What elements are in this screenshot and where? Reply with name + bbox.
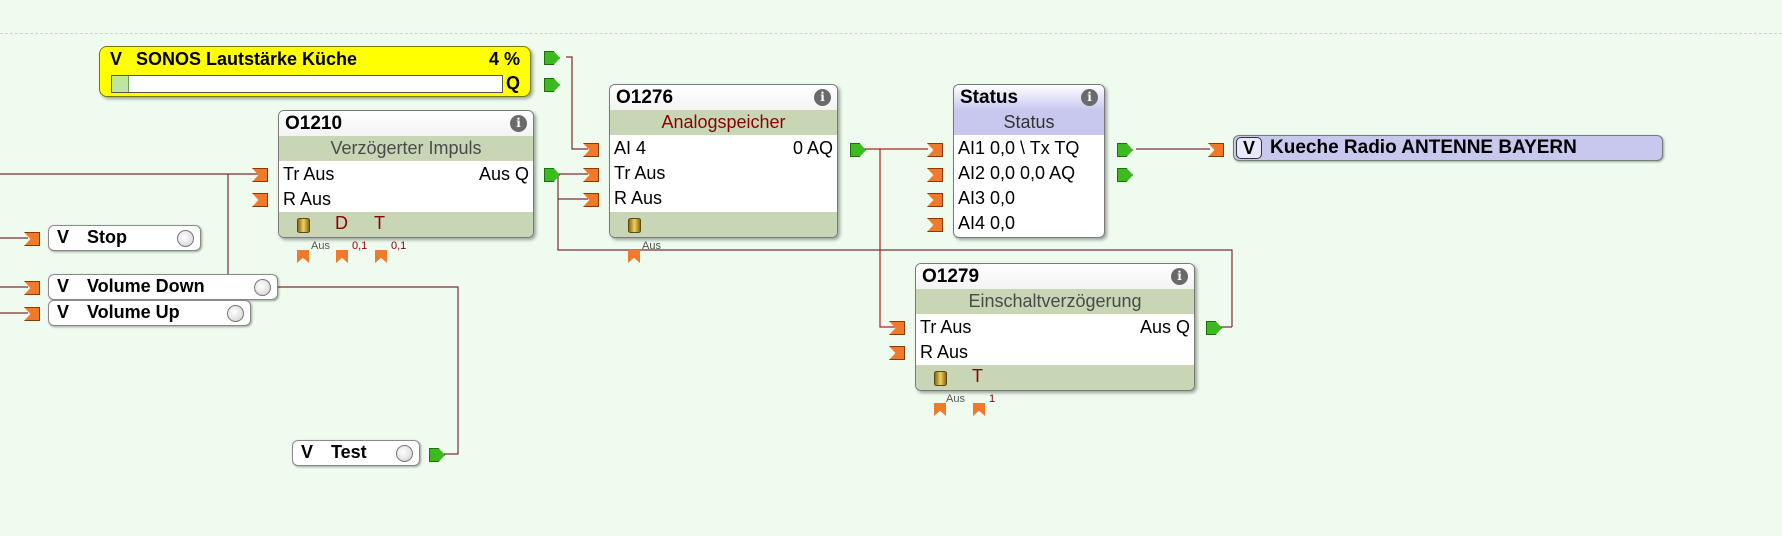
block-o1210[interactable]: O1210 i Verzögerter Impuls Tr Aus R Aus … xyxy=(278,110,534,238)
kueche-radio-variable[interactable]: V Kueche Radio ANTENNE BAYERN xyxy=(1233,135,1663,161)
status-tq-output-port[interactable] xyxy=(1117,143,1133,157)
variable-label: Volume Down xyxy=(87,276,205,296)
param-t: T xyxy=(374,213,385,233)
database-icon xyxy=(628,218,641,233)
input-label-r: R Aus xyxy=(614,188,663,208)
status-row-ai2: AI2 0,0 0,0 AQ xyxy=(958,163,1076,183)
wire-volume-down-to-test xyxy=(252,286,459,455)
wire-o1276-out-to-o1279 xyxy=(879,149,902,328)
stop-variable[interactable]: V Stop xyxy=(48,225,201,251)
o1210-param-port-aus[interactable] xyxy=(297,250,309,263)
input-label-tr: Tr Aus xyxy=(614,163,666,183)
o1279-param-aus-label: Aus xyxy=(946,393,965,405)
variable-marker: V xyxy=(57,227,70,247)
status-aq-output-port[interactable] xyxy=(1117,168,1133,182)
input-label-tr: Tr Aus xyxy=(283,164,335,184)
block-header: O1279 i xyxy=(916,264,1194,289)
info-icon[interactable]: i xyxy=(510,115,527,132)
database-icon xyxy=(934,371,947,386)
variable-output-label: Q xyxy=(505,73,520,93)
variable-label: Test xyxy=(331,442,367,462)
o1279-param-t-value: 1 xyxy=(989,393,996,405)
wire-sonos-to-o1276-ai4 xyxy=(566,56,588,150)
o1276-param-port-aus[interactable] xyxy=(628,250,640,263)
o1279-param-port-t[interactable] xyxy=(973,403,985,416)
block-o1279[interactable]: O1279 i Einschaltverzögerung Tr Aus R Au… xyxy=(915,263,1195,391)
status-row-ai3: AI3 0,0 xyxy=(958,188,1016,208)
block-header: O1276 i xyxy=(610,85,837,110)
block-id: O1210 xyxy=(285,113,343,134)
volume-slider-fill xyxy=(112,76,129,92)
o1210-param-port-t[interactable] xyxy=(375,250,387,263)
toggle-button[interactable] xyxy=(227,305,244,322)
volume-up-variable[interactable]: V Volume Up xyxy=(48,300,251,326)
input-label-r: R Aus xyxy=(283,189,332,209)
o1210-param-d-value: 0,1 xyxy=(352,240,368,252)
o1279-param-port-aus[interactable] xyxy=(934,403,946,416)
sonos-q-output-port[interactable] xyxy=(544,78,560,92)
variable-label: Volume Up xyxy=(87,302,180,322)
o1210-q-output-port[interactable] xyxy=(544,168,560,182)
block-id: O1276 xyxy=(616,87,674,108)
volume-down-variable[interactable]: V Volume Down xyxy=(48,274,278,300)
input-label-r: R Aus xyxy=(920,342,969,362)
variable-marker: V xyxy=(57,276,70,296)
block-footer xyxy=(610,212,837,237)
block-type: Einschaltverzögerung xyxy=(916,289,1194,314)
sonos-volume-variable[interactable]: V SONOS Lautstärke Küche 4 % Q xyxy=(99,46,531,97)
variable-marker: V xyxy=(1236,137,1262,159)
o1210-param-t-value: 0,1 xyxy=(391,240,407,252)
block-o1276[interactable]: O1276 i Analogspeicher AI 4 Tr Aus R Aus… xyxy=(609,84,838,238)
variable-value: 4 % xyxy=(488,49,520,69)
block-id: O1279 xyxy=(922,266,980,287)
o1276-aq-output-port[interactable] xyxy=(850,143,866,157)
block-type: Analogspeicher xyxy=(610,110,837,135)
output-label-aq: 0 AQ xyxy=(792,138,833,158)
wire-loop-o1279-out-to-o1276-r xyxy=(557,199,1233,327)
o1279-q-output-port[interactable] xyxy=(1206,321,1222,335)
block-footer: T xyxy=(916,365,1194,390)
output-label-q: Aus Q xyxy=(1139,317,1190,337)
input-label-tr: Tr Aus xyxy=(920,317,972,337)
database-icon xyxy=(297,218,310,233)
block-status[interactable]: Status i Status AI1 0,0 \ Tx TQ AI2 0,0 … xyxy=(953,84,1105,238)
param-t: T xyxy=(972,366,983,386)
variable-marker: V xyxy=(110,49,123,69)
variable-label: Kueche Radio ANTENNE BAYERN xyxy=(1270,137,1577,158)
block-footer: D T xyxy=(279,212,533,237)
toggle-button[interactable] xyxy=(396,445,413,462)
output-label-q: Aus Q xyxy=(478,164,529,184)
variable-marker: V xyxy=(301,442,314,462)
block-type: Status xyxy=(954,110,1104,135)
block-id: Status xyxy=(960,87,1019,108)
grid-boundary-line xyxy=(0,33,1782,34)
info-icon[interactable]: i xyxy=(1081,89,1098,106)
test-variable[interactable]: V Test xyxy=(292,440,420,466)
variable-label: SONOS Lautstärke Küche xyxy=(136,49,358,69)
o1210-param-aus-label: Aus xyxy=(311,240,330,252)
block-header: O1210 i xyxy=(279,111,533,136)
block-header: Status i xyxy=(954,85,1104,110)
o1276-param-aus-label: Aus xyxy=(642,240,661,252)
toggle-button[interactable] xyxy=(254,279,271,296)
input-label-ai4: AI 4 xyxy=(614,138,647,158)
toggle-button[interactable] xyxy=(177,230,194,247)
info-icon[interactable]: i xyxy=(1171,268,1188,285)
status-row-ai4: AI4 0,0 xyxy=(958,213,1016,233)
info-icon[interactable]: i xyxy=(814,89,831,106)
wire-o1210-out-to-o1276-r xyxy=(557,174,588,200)
variable-marker: V xyxy=(57,302,70,322)
param-d: D xyxy=(335,213,348,233)
wire-bus-down xyxy=(227,174,252,288)
sonos-output-port[interactable] xyxy=(544,51,560,65)
status-row-ai1: AI1 0,0 \ Tx TQ xyxy=(958,138,1080,158)
variable-label: Stop xyxy=(87,227,127,247)
block-type: Verzögerter Impuls xyxy=(279,136,533,161)
test-output-port[interactable] xyxy=(429,448,445,462)
o1210-param-port-d[interactable] xyxy=(336,250,348,263)
volume-slider[interactable] xyxy=(111,75,503,93)
